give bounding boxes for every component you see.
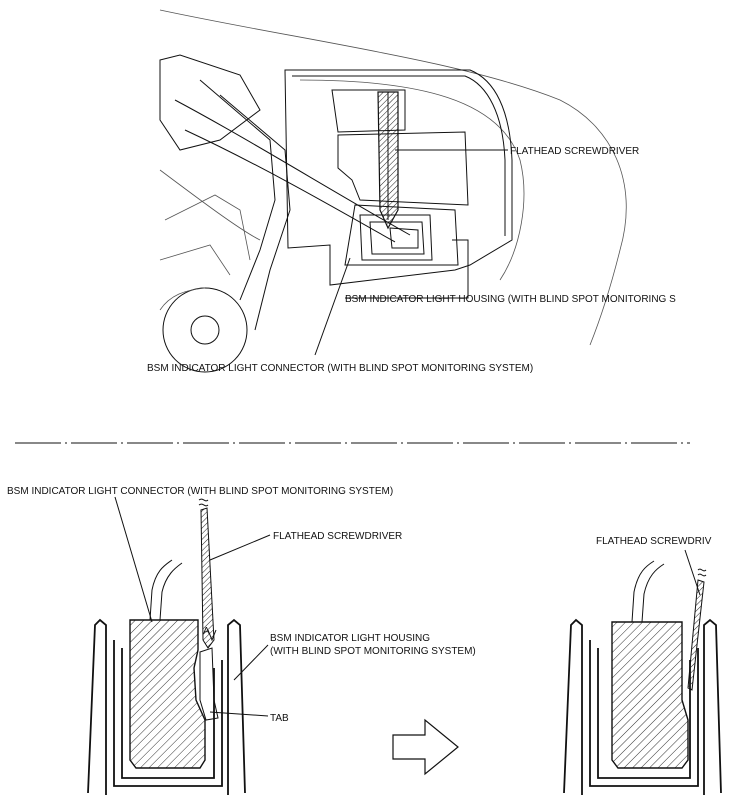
right-detail-wire-1 [631, 560, 655, 623]
linkage-arm-7 [164, 194, 251, 261]
linkage-arm-2 [174, 99, 411, 236]
detail-right-label-screwdriver: FLATHEAD SCREWDRIV [596, 536, 712, 547]
detail-left-label-connector: BSM INDICATOR LIGHT CONNECTOR (WITH BLIN… [7, 486, 393, 497]
detail-left-label-housing-2: (WITH BLIND SPOT MONITORING SYSTEM) [270, 646, 476, 657]
top-label-housing: BSM INDICATOR LIGHT HOUSING (WITH BLIND … [345, 294, 676, 305]
right-detail-right-wall [703, 618, 722, 795]
connector-body [389, 227, 419, 249]
wire-1 [149, 559, 173, 621]
right-detail-connector-hatched [611, 621, 689, 769]
leader-top-connector [314, 257, 351, 356]
leader-detail-tab [209, 711, 269, 717]
detail-left-label-housing-1: BSM INDICATOR LIGHT HOUSING [270, 633, 430, 644]
top-label-connector: BSM INDICATOR LIGHT CONNECTOR (WITH BLIN… [147, 363, 533, 374]
detail-right-screwdriver-icon [687, 568, 707, 691]
linkage-arm-4 [199, 79, 276, 301]
pivot-wheel-inner [190, 315, 220, 345]
leader-right-screwdriver [684, 549, 701, 596]
detail-left-label-tab: TAB [270, 713, 289, 724]
top-screwdriver-icon [377, 91, 399, 230]
connector-body-hatched [129, 619, 206, 769]
mirror-housing-inner [292, 75, 506, 236]
housing-frame-outer [113, 640, 223, 787]
leader-detail-screwdriver [209, 534, 271, 561]
right-detail-frame-outer [589, 640, 699, 787]
linkage-arm-3 [184, 129, 396, 243]
linkage-arm-6 [159, 169, 261, 241]
pivot-wheel-outer [162, 287, 248, 373]
leader-top-housing [345, 239, 469, 299]
top-view-illustration [159, 9, 627, 373]
right-detail-left-wall [563, 618, 583, 795]
body-contour-top [159, 9, 627, 346]
marker-a-label: A [203, 626, 210, 637]
top-label-screwdriver: FLATHEAD SCREWDRIVER [510, 146, 639, 157]
detail-left-screwdriver-icon [198, 498, 215, 649]
bracket-plate-middle [337, 131, 469, 206]
leader-detail-connector [114, 496, 153, 623]
left-housing-wall [87, 618, 107, 795]
linkage-arm-1 [159, 54, 261, 151]
right-arrow-outline-icon [392, 718, 459, 776]
mirror-housing-outline [284, 69, 513, 286]
right-detail-wire-2 [641, 563, 665, 623]
connector-socket-outer [359, 214, 433, 261]
right-detail-frame-inner [597, 648, 691, 779]
body-contour-inner [299, 79, 525, 281]
pivot-wheel-arc [159, 287, 206, 311]
linkage-arm-5 [219, 94, 291, 331]
detail-left-label-screwdriver: FLATHEAD SCREWDRIVER [273, 531, 402, 542]
connector-socket-inner [369, 221, 425, 255]
marker-arrow [207, 629, 217, 642]
bracket-plate-top [331, 89, 406, 133]
right-housing-wall [227, 618, 246, 795]
housing-frame-inner [121, 648, 215, 779]
linkage-arm-8 [159, 244, 231, 276]
bracket-plate-lower [344, 204, 459, 266]
detail-left-illustration: A [87, 496, 271, 795]
wire-2 [159, 562, 183, 621]
leader-detail-housing [233, 644, 269, 681]
tab-piece [199, 647, 219, 721]
detail-right-illustration [563, 549, 722, 795]
